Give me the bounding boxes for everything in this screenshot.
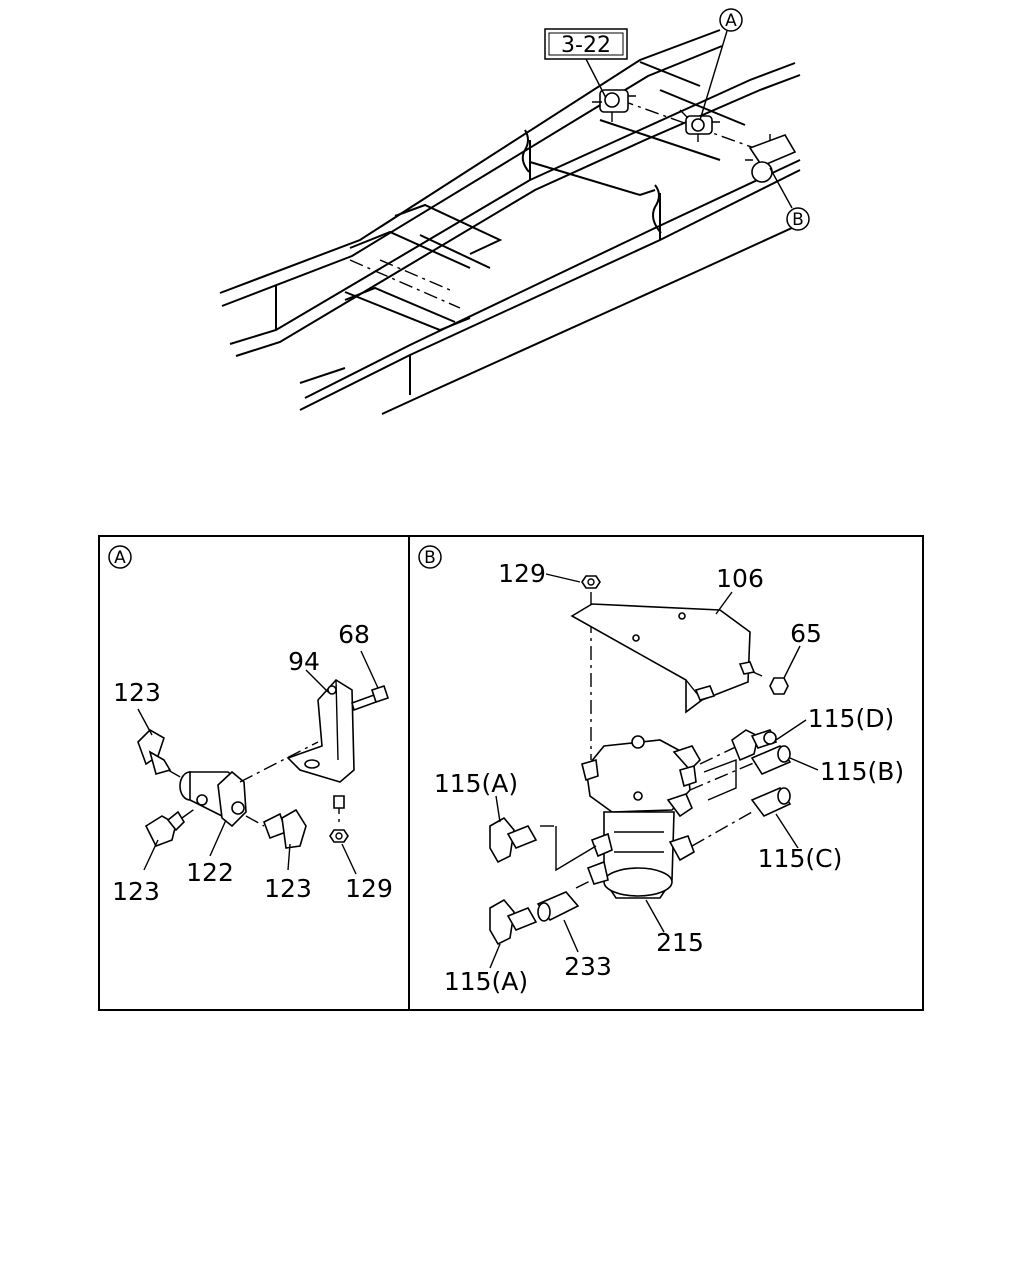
panel-b: B	[418, 545, 904, 996]
fitting-115a-lower	[489, 898, 538, 946]
label-129-a: 129	[345, 874, 393, 903]
label-123-top: 123	[113, 678, 161, 707]
label-115a-lower: 115(A)	[444, 967, 528, 996]
relay-valve-215	[581, 735, 701, 899]
fitting-115b	[750, 744, 792, 776]
chassis-frame-illustration	[219, 29, 806, 415]
fitting-123-top	[137, 729, 183, 779]
overview-valve-a	[679, 109, 720, 142]
label-115d: 115(D)	[808, 704, 894, 733]
label-115a-upper: 115(A)	[434, 769, 518, 798]
label-233: 233	[564, 952, 612, 981]
fitting-115c	[750, 786, 792, 817]
reference-box-label: 3-22	[561, 33, 611, 58]
bolt-68	[351, 684, 390, 712]
detail-frame	[98, 535, 924, 1011]
label-106: 106	[716, 564, 764, 593]
label-123-bottom-right: 123	[264, 874, 312, 903]
fitting-123-left	[144, 807, 197, 848]
callout-b: B	[769, 167, 810, 231]
callout-b-letter: B	[792, 210, 804, 230]
label-65: 65	[790, 619, 822, 648]
label-129-b: 129	[498, 559, 546, 588]
fitting-115a-upper	[489, 816, 538, 864]
label-123-bottom-left: 123	[112, 877, 160, 906]
panel-a-marker: A	[108, 545, 132, 569]
svg-text:B: B	[424, 548, 436, 568]
label-68: 68	[338, 620, 370, 649]
overview-valve-b	[745, 134, 797, 183]
nut-129	[329, 795, 349, 843]
valve-122	[179, 741, 319, 828]
panel-b-marker: B	[418, 545, 442, 569]
adapter-233	[536, 891, 580, 922]
callout-a-letter: A	[725, 11, 737, 31]
label-94: 94	[288, 647, 320, 676]
fitting-115d	[731, 729, 778, 762]
panel-a: A	[108, 545, 393, 906]
label-115b: 115(B)	[820, 757, 904, 786]
bracket-94	[286, 678, 355, 783]
svg-text:A: A	[114, 548, 126, 568]
label-122: 122	[186, 858, 234, 887]
label-215: 215	[656, 928, 704, 957]
fitting-123-right	[245, 808, 307, 849]
reference-box-3-22: 3-22	[544, 28, 628, 99]
callout-a: A	[699, 8, 743, 121]
nut-65	[694, 661, 789, 701]
overview-valve-322	[592, 89, 636, 122]
bracket-106	[570, 603, 751, 714]
label-115c: 115(C)	[758, 844, 843, 873]
